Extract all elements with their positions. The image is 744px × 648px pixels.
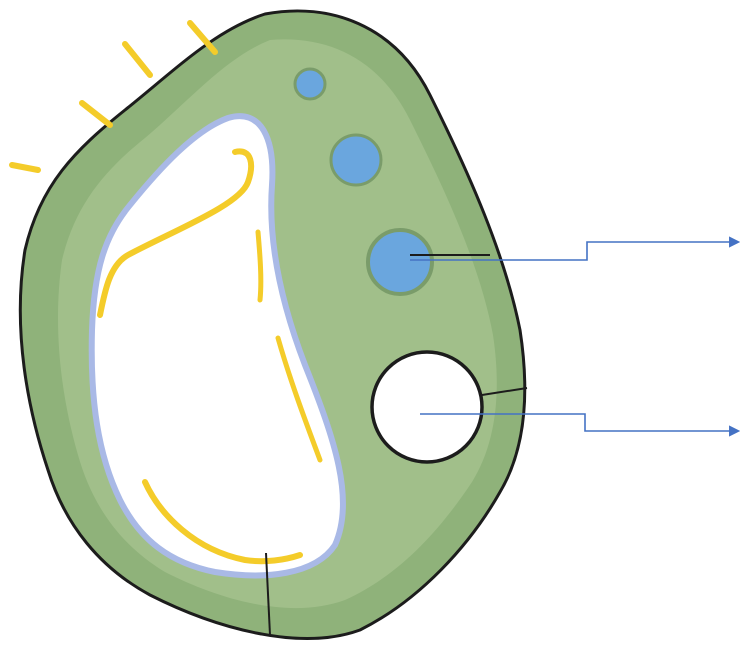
white-vesicle [372, 352, 482, 462]
yellow-dash-3 [82, 103, 110, 125]
yellow-dash-2 [125, 44, 150, 75]
yellow-mark-right-1 [258, 232, 261, 300]
organelle-large [368, 230, 432, 294]
organelle-medium [331, 135, 381, 185]
organelle-small [295, 69, 325, 99]
yellow-dash-4 [12, 165, 38, 170]
